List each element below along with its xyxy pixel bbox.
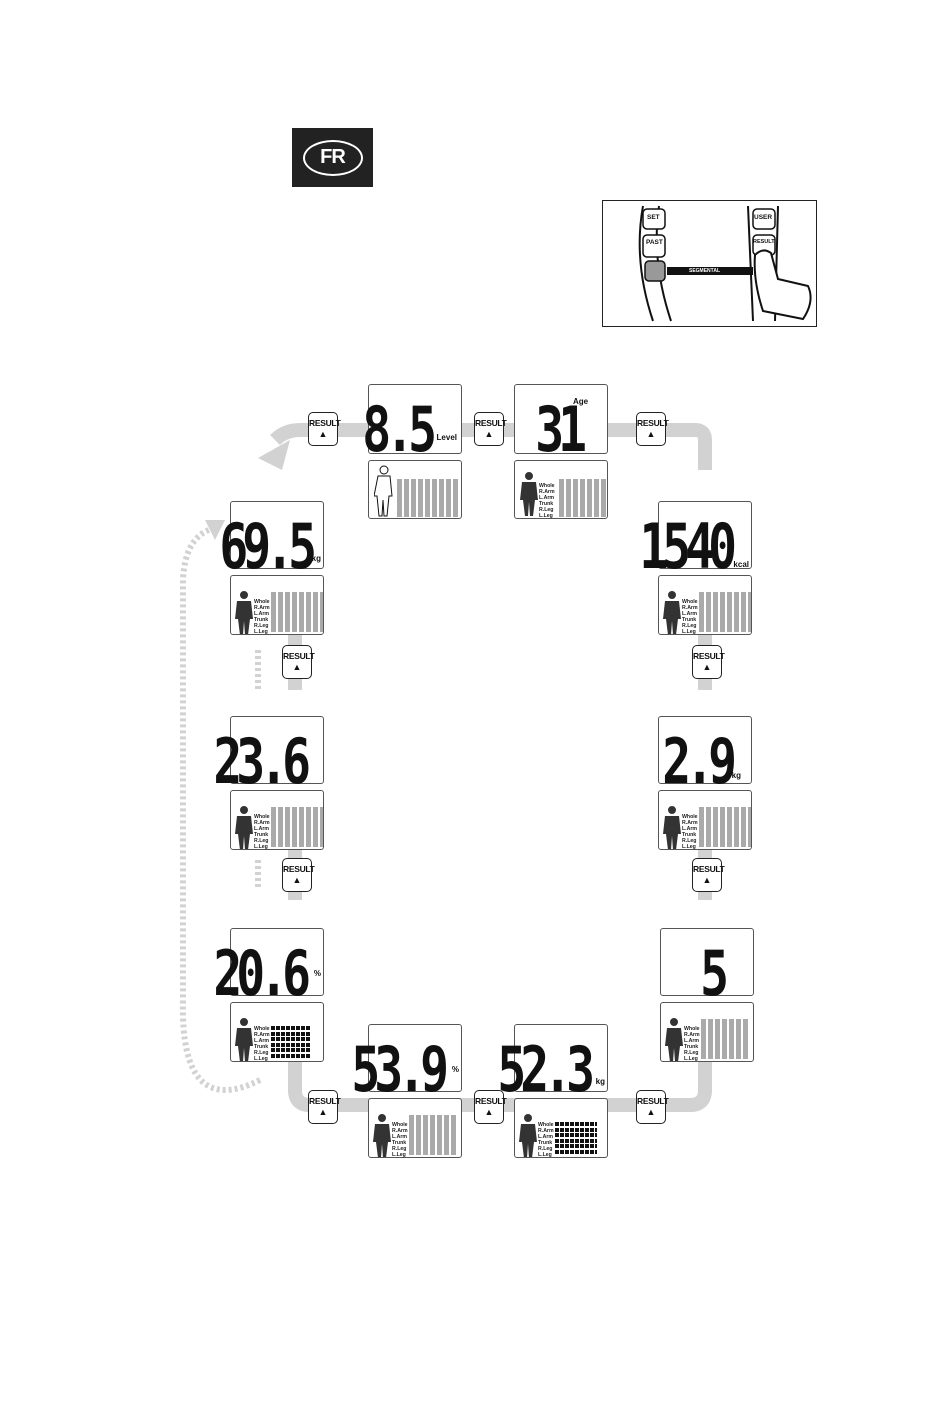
language-badge-label: FR [302,139,363,176]
segment-level-bars [271,1026,311,1059]
result-button[interactable]: RESULT▲ [474,412,507,446]
display-age: 31 Age [514,384,608,461]
display-value: 69.5 [219,510,317,584]
display-unit: Age [573,397,589,406]
display-unit: % [313,969,321,978]
body-silhouette-icon [235,591,253,634]
display-unit: Level [436,433,457,442]
scale-handle-illustration: SET PAST USER RESULT SEGMENTAL [602,200,817,327]
display-body-fat: 20.6 % [213,928,324,1005]
segment-bars [271,592,323,632]
result-button[interactable]: RESULT▲ [282,645,315,679]
user-button-label: USER [754,214,773,221]
display-value: 2.9 [662,725,737,799]
body-silhouette-icon [663,591,681,634]
display-muscle-mass: 52.3 kg [497,1024,608,1101]
display-value: 5 [700,937,729,1011]
display-level: 8.5 Level [362,384,462,461]
segment-bars [271,807,323,847]
result-button[interactable]: RESULT▲ [692,858,725,892]
display-value: 31 [535,393,587,467]
segment-bars [699,807,751,847]
display-value: 8.5 [362,393,437,467]
display-unit: kg [311,554,321,563]
body-silhouette-icon [519,1114,537,1157]
result-button[interactable]: RESULT▲ [474,1090,507,1124]
past-button-label: PAST [646,239,663,246]
display-unit: kg [731,771,741,780]
segment-bars [409,1115,458,1155]
segment-bars [699,592,751,632]
segment-bars [701,1019,750,1059]
display-value: 20.6 [213,937,311,1011]
result-button[interactable]: RESULT▲ [636,1090,669,1124]
segment-bars [559,479,607,517]
body-silhouette-icon [663,806,681,849]
body-silhouette-icon [235,1018,253,1061]
display-value: 53.9 [351,1033,449,1107]
display-body-water: 53.9 % [351,1024,462,1101]
segment-level-bars [555,1122,597,1155]
display-bone-mass: 2.9 kg [658,716,752,793]
display-unit: % [451,1065,459,1074]
display-unit: kcal [733,560,749,569]
display-weight: 69.5 kg [219,501,324,578]
segment-bars [397,479,460,517]
set-button-label: SET [647,214,660,221]
result-button[interactable]: RESULT▲ [282,858,315,892]
body-outline-icon [374,465,393,517]
result-button-label: RESULT [753,239,775,245]
display-value: 23.6 [213,725,311,799]
display-unit: kg [595,1077,605,1086]
result-button[interactable]: RESULT▲ [308,412,341,446]
segmental-label: SEGMENTAL [689,268,721,274]
body-silhouette-icon [665,1018,683,1061]
result-button[interactable]: RESULT▲ [308,1090,341,1124]
body-silhouette-icon [373,1114,391,1157]
display-value: 52.3 [497,1033,595,1107]
language-badge: FR [292,128,373,187]
display-value: 1540 [639,510,737,584]
display-calories: 1540 kcal [639,501,752,578]
display-bmi: 23.6 [213,716,324,793]
handle-drawing [638,205,812,322]
display-physique-rating: 5 [660,928,754,1005]
result-button[interactable]: RESULT▲ [636,412,669,446]
result-button[interactable]: RESULT▲ [692,645,725,679]
body-silhouette-icon [520,472,538,516]
segment-panel-visceral [368,460,462,519]
body-silhouette-icon [235,806,253,849]
